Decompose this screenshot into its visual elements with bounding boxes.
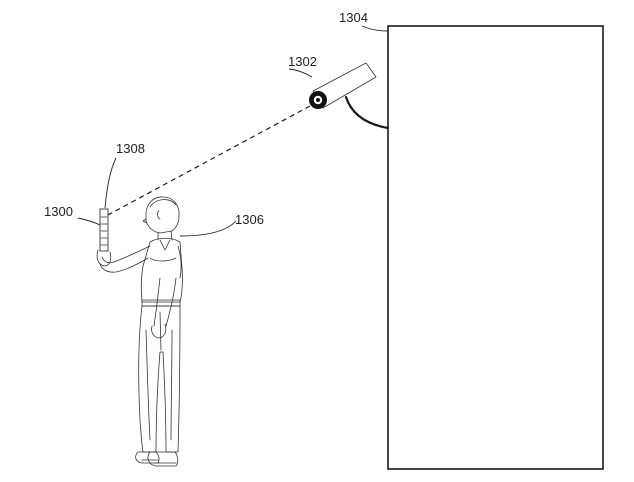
leader-wall xyxy=(361,25,388,32)
label-camera-device: 1302 xyxy=(288,54,317,69)
label-wall: 1304 xyxy=(339,10,368,25)
label-handheld-device: 1300 xyxy=(44,204,73,219)
label-person: 1306 xyxy=(235,212,264,227)
wall-panel xyxy=(387,25,604,470)
signal-path-line xyxy=(105,105,311,217)
mounting-bracket xyxy=(344,95,390,130)
camera-device xyxy=(309,62,377,109)
handheld-device xyxy=(99,208,109,252)
person-figure xyxy=(96,196,183,467)
leader-handheld xyxy=(77,217,101,226)
leader-signal xyxy=(104,157,117,209)
leader-person xyxy=(179,220,237,237)
leader-device xyxy=(288,68,313,78)
label-signal-path: 1308 xyxy=(116,141,145,156)
